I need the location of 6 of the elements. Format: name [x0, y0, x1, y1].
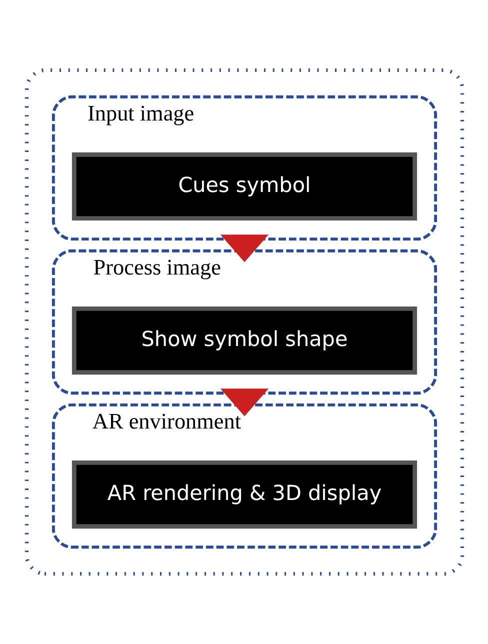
arrow — [220, 388, 268, 416]
node-box: Cues symbol — [71, 152, 417, 221]
node-box: AR rendering & 3D display — [71, 460, 417, 529]
arrow — [220, 234, 268, 262]
cluster — [24, 68, 464, 576]
node-box: Show symbol shape — [71, 306, 417, 375]
